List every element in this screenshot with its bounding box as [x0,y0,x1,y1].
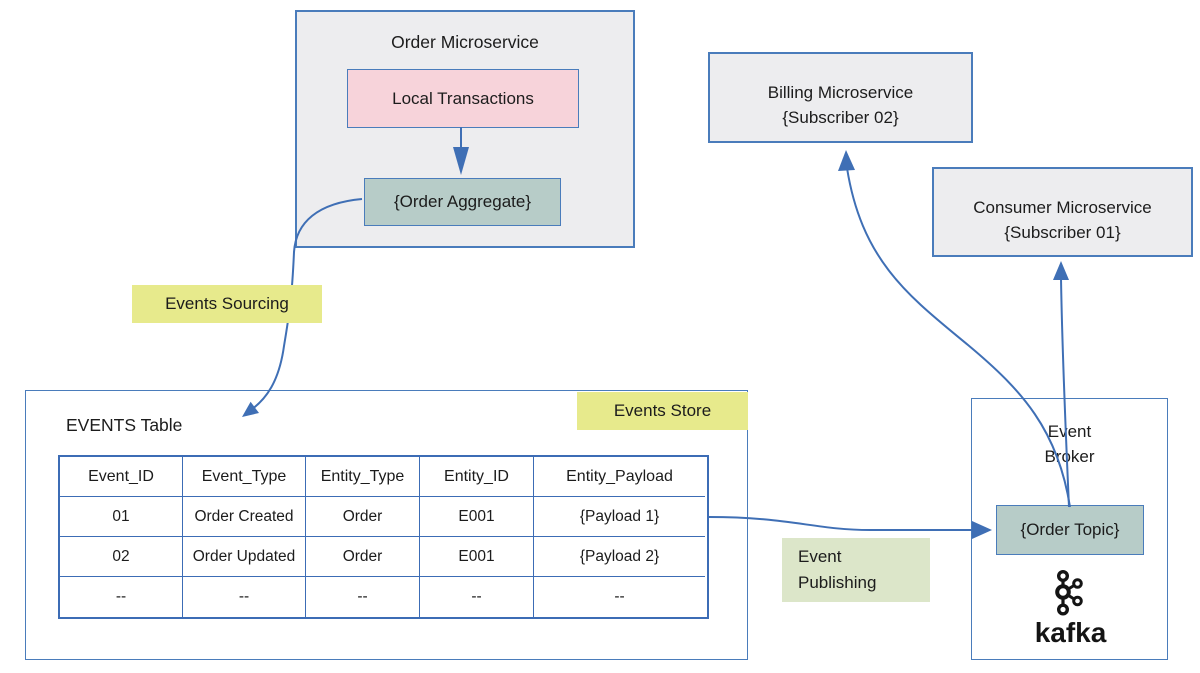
table-cell: Order Created [183,497,306,537]
event-broker-title-line2: Broker [1044,447,1095,466]
event-publishing-line2: Publishing [798,573,877,592]
order-microservice-box: Order Microservice Local Transactions {O… [295,10,635,248]
table-cell: -- [183,577,306,617]
consumer-microservice-box: Consumer Microservice {Subscriber 01} [932,167,1193,257]
local-transactions-box: Local Transactions [347,69,579,128]
event-broker-title-line1: Event [1047,422,1092,441]
column-header: Event_Type [183,457,306,497]
table-cell: -- [614,588,625,605]
table-cell: {Payload 2} [534,537,705,577]
table-cell: {Payload 1} [534,497,705,537]
billing-subscriber-label: {Subscriber 02} [782,108,899,127]
arrow-event-publishing [708,516,992,539]
event-broker-box: Event Broker {Order Topic} kafka [971,398,1168,660]
table-cell: E001 [420,497,534,537]
events-table-title: EVENTS Table [66,415,183,435]
events-sourcing-text: Events Sourcing [165,294,289,313]
event-publishing-label: Event Publishing [782,538,930,602]
table-cell: Order [306,497,420,537]
event-publishing-line1: Event [798,547,842,566]
local-transactions-label: Local Transactions [392,88,534,108]
events-table: Event_ID Event_Type Entity_Type Entity_I… [58,455,709,619]
column-header: Event_ID [60,457,183,497]
table-cell: Order [306,537,420,577]
consumer-microservice-name: Consumer Microservice [973,198,1152,217]
table-cell: -- [306,577,420,617]
billing-microservice-name: Billing Microservice [767,83,914,102]
column-header: Entity_Type [306,457,420,497]
order-aggregate-box: {Order Aggregate} [364,178,561,226]
event-broker-title: Event Broker [972,399,1167,469]
kafka-icon [1055,569,1083,616]
order-microservice-title: Order Microservice [391,32,539,52]
billing-microservice-box: Billing Microservice {Subscriber 02} [708,52,973,143]
kafka-wordmark: kafka [1034,617,1107,648]
table-cell: -- [60,577,183,617]
table-cell: E001 [420,537,534,577]
order-topic-box: {Order Topic} [996,505,1144,555]
events-sourcing-label: Events Sourcing [132,285,322,323]
order-aggregate-label: {Order Aggregate} [393,192,532,211]
order-topic-label: {Order Topic} [1020,520,1120,539]
events-store-text: Events Store [613,401,712,420]
table-cell: 01 [60,497,183,537]
table-cell: 02 [60,537,183,577]
events-store-label: Events Store [577,392,748,430]
column-header: Entity_Payload [534,457,705,497]
consumer-subscriber-label: {Subscriber 01} [1004,223,1121,242]
column-header: Entity_ID [420,457,534,497]
table-cell: Order Updated [183,537,306,577]
table-cell: -- [420,577,534,617]
